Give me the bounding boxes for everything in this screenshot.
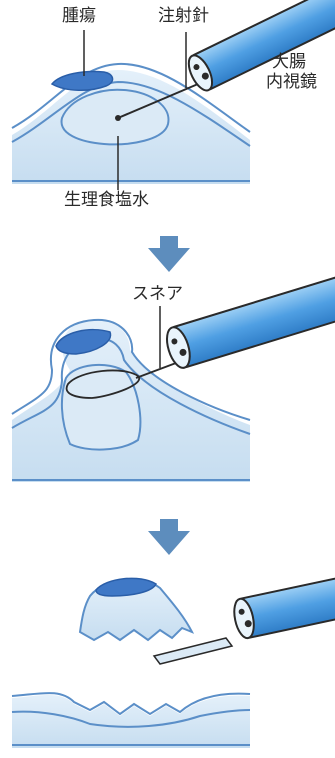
step3-snare-wire: [154, 638, 232, 664]
tumor-label: 腫瘍: [62, 6, 96, 26]
snare-label: スネア: [132, 284, 183, 304]
down-arrow-2: [148, 519, 190, 555]
step3-endoscope: [231, 570, 335, 640]
step3-tissue-base: [12, 695, 250, 748]
step2-endoscope: [163, 275, 335, 370]
saline-label: 生理食塩水: [64, 190, 149, 210]
step3-panel: [12, 570, 335, 748]
needle-label: 注射針: [158, 6, 209, 26]
scope-label-line1: 大腸: [272, 52, 306, 72]
step2-panel: [12, 275, 335, 482]
down-arrow-1: [148, 236, 190, 272]
step1-panel: [12, 0, 335, 190]
step1-tumor: [52, 72, 113, 91]
scope-label-line2: 内視鏡: [266, 72, 317, 92]
step1-needle-tip: [115, 115, 121, 121]
step2-saline-bleb: [62, 365, 140, 450]
